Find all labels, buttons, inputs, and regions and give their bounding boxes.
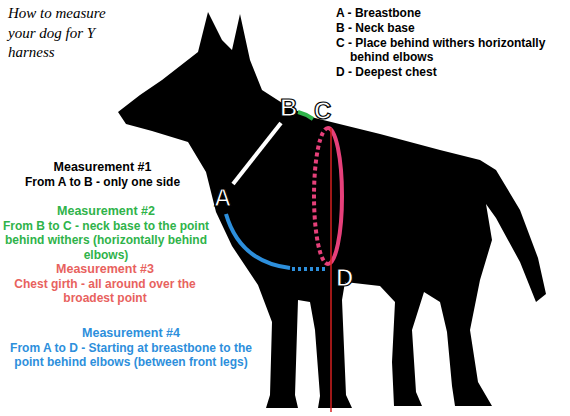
page-title: How to measure your dog for Y harness — [8, 4, 120, 63]
key-item: D - Deepest chest — [336, 65, 566, 79]
point-letter: D — [336, 266, 353, 290]
measurement-text: Chest girth - all around over the broade… — [5, 277, 205, 306]
measurement-heading: Measurement #3 — [5, 262, 205, 277]
point-letter: A — [214, 186, 231, 210]
key-item: C - Place behind withers horizontally be… — [336, 36, 551, 65]
key-item: A - Breastbone — [336, 6, 566, 20]
point-letter: B — [280, 96, 297, 120]
measurement-2-line — [298, 112, 313, 119]
measurement-4-dotted — [292, 267, 327, 271]
measurement-text: From A to B - only one side — [0, 175, 205, 189]
girth-back-half — [314, 128, 328, 264]
measurement-1-line — [233, 123, 281, 184]
measurement-4-line — [226, 214, 290, 268]
girth-front-half — [328, 128, 342, 264]
vertical-guide-line — [330, 128, 332, 412]
measurement-text: From A to D - Starting at breastbone to … — [0, 341, 262, 370]
measurement-heading: Measurement #1 — [0, 160, 205, 175]
measurement-heading: Measurement #4 — [0, 326, 262, 341]
key-item: B - Neck base — [336, 21, 566, 35]
measurement-heading: Measurement #2 — [0, 204, 212, 219]
point-letter: C — [314, 99, 331, 123]
measurement-text: From B to C - neck base to the point beh… — [0, 219, 212, 262]
